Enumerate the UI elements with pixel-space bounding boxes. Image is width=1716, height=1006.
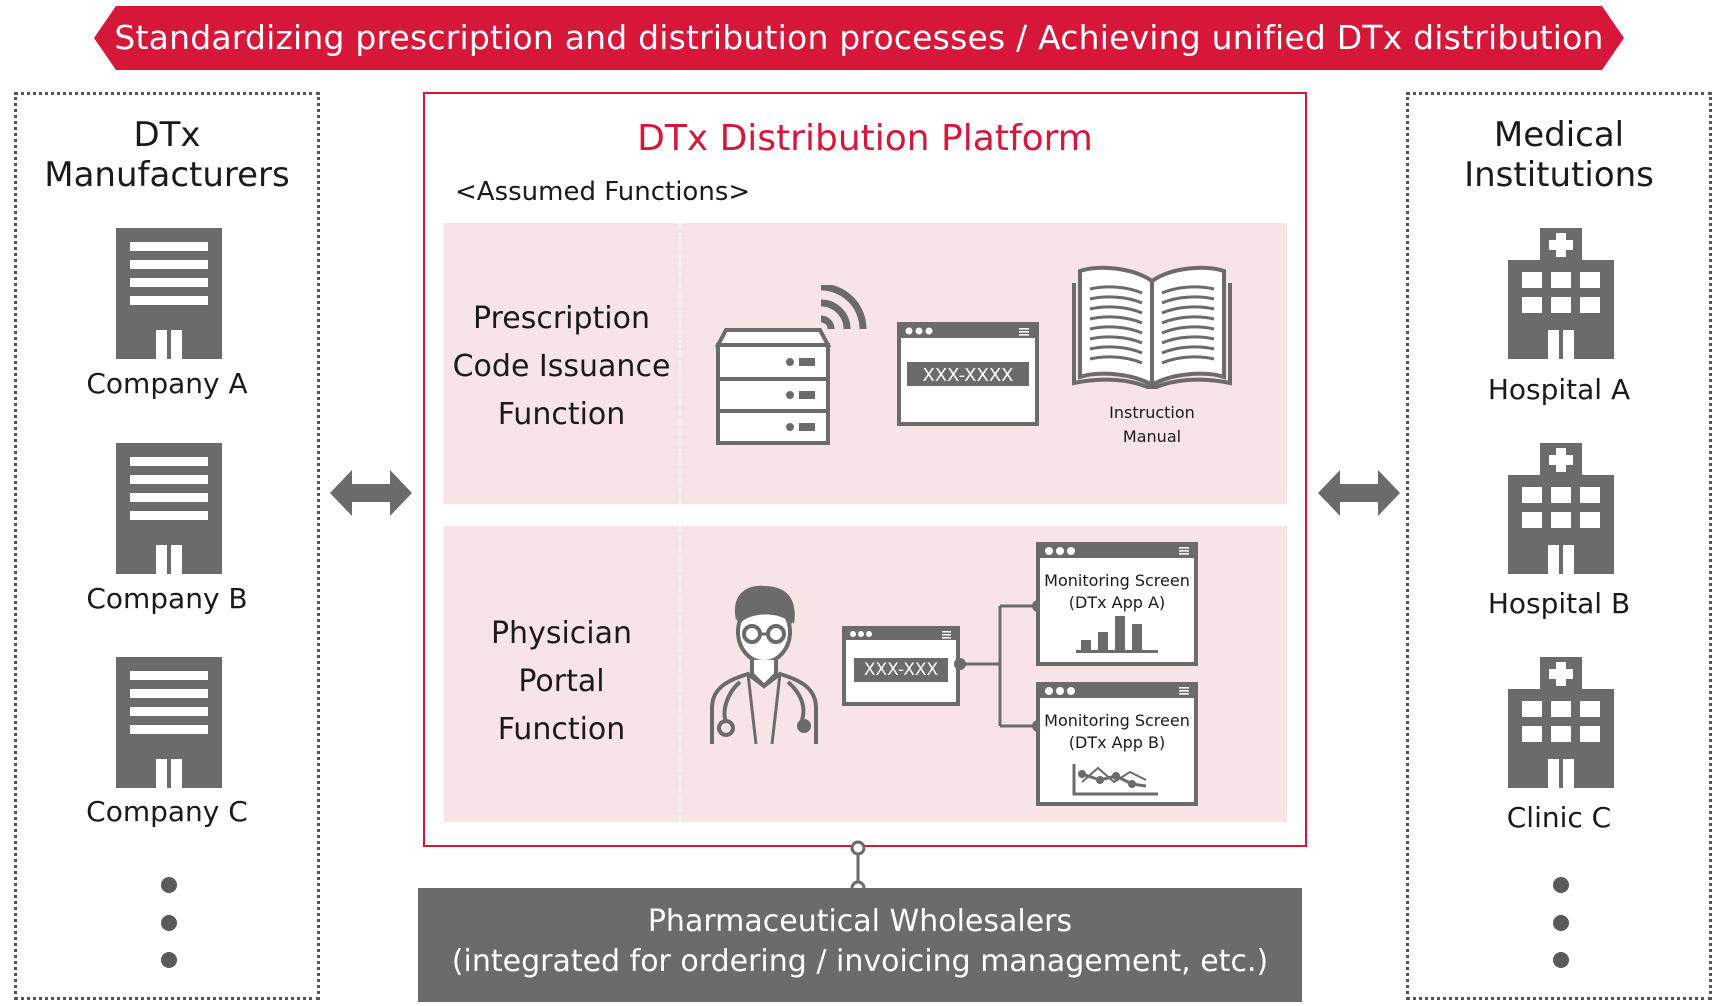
building-icon	[116, 443, 222, 574]
instruction-book-icon	[1072, 265, 1232, 389]
ellipsis-dot	[1553, 915, 1569, 931]
double-arrow-icon	[1318, 470, 1400, 516]
ellipsis-dot	[1553, 952, 1569, 968]
wholesalers-subtitle: (integrated for ordering / invoicing man…	[451, 944, 1269, 979]
ellipsis-dot	[161, 952, 177, 968]
manual-label-1: Instruction	[1109, 403, 1195, 422]
banner-text: Standardizing prescription and distribut…	[114, 18, 1604, 57]
prescription-function-panel: Prescription Code Issuance Function XXX-…	[444, 223, 1287, 504]
company-a-label: Company A	[86, 367, 248, 400]
screen-b-label-1: Monitoring Screen	[1044, 711, 1190, 730]
panel-divider	[679, 223, 681, 504]
portal-label-1: Physician	[490, 616, 633, 651]
prescription-label-2: Code Issuance	[452, 349, 671, 384]
hospital-icon	[1508, 657, 1614, 788]
ellipsis-dot	[161, 877, 177, 893]
banner-shape	[94, 6, 1624, 70]
wholesalers-box: Pharmaceutical Wholesalers (integrated f…	[418, 888, 1302, 1002]
institutions-panel: Medical Institutions Hospital A Hospital…	[1406, 92, 1712, 1000]
screen-b-label-2: (DTx App B)	[1068, 733, 1166, 752]
portal-browser-icon	[842, 626, 960, 706]
wholesalers-title: Pharmaceutical Wholesalers	[647, 904, 1073, 939]
server-wifi-icon	[714, 285, 867, 445]
screen-a-label-1: Monitoring Screen	[1044, 571, 1190, 590]
monitoring-screen-b-icon	[1036, 682, 1198, 806]
physician-portal-panel: Physician Portal Function XXX-	[444, 526, 1287, 822]
assumed-functions-label: <Assumed Functions>	[455, 177, 751, 207]
portal-label-2: Portal	[518, 664, 605, 699]
manufacturers-title-1: DTx	[133, 115, 201, 155]
top-banner: Standardizing prescription and distribut…	[94, 6, 1624, 70]
prescription-code: XXX-XXXX	[922, 365, 1014, 386]
manufacturers-panel: DTx Manufacturers Company A Company B Co…	[14, 92, 320, 1000]
dtx-platform-box: DTx Distribution Platform <Assumed Funct…	[423, 92, 1307, 847]
building-icon	[116, 228, 222, 359]
company-c-label: Company C	[86, 795, 248, 828]
manufacturers-title-2: Manufacturers	[44, 155, 290, 195]
panel-divider	[679, 526, 681, 822]
hospital-icon	[1508, 443, 1614, 574]
institutions-title-2: Institutions	[1464, 155, 1654, 195]
ellipsis-dot	[1553, 877, 1569, 893]
double-arrow-icon	[330, 470, 412, 516]
hospital-b-label: Hospital B	[1487, 587, 1631, 620]
monitoring-screen-a-icon	[1036, 542, 1198, 666]
browser-window-icon	[897, 322, 1039, 426]
building-icon	[116, 657, 222, 788]
ellipsis-dot	[161, 915, 177, 931]
platform-title: DTx Distribution Platform	[637, 118, 1093, 159]
screen-a-label-2: (DTx App A)	[1068, 593, 1166, 612]
company-b-label: Company B	[86, 582, 248, 615]
manual-label-2: Manual	[1122, 427, 1182, 446]
institutions-title-1: Medical	[1493, 115, 1625, 155]
prescription-label-1: Prescription	[473, 301, 650, 336]
hospital-icon	[1508, 228, 1614, 359]
prescription-label-3: Function	[497, 397, 626, 432]
connector-lines	[954, 600, 1044, 732]
clinic-c-label: Clinic C	[1506, 801, 1612, 834]
portal-label-3: Function	[497, 712, 626, 747]
physician-icon	[710, 585, 818, 745]
portal-code: XXX-XXX	[863, 660, 939, 680]
hospital-a-label: Hospital A	[1487, 373, 1631, 406]
